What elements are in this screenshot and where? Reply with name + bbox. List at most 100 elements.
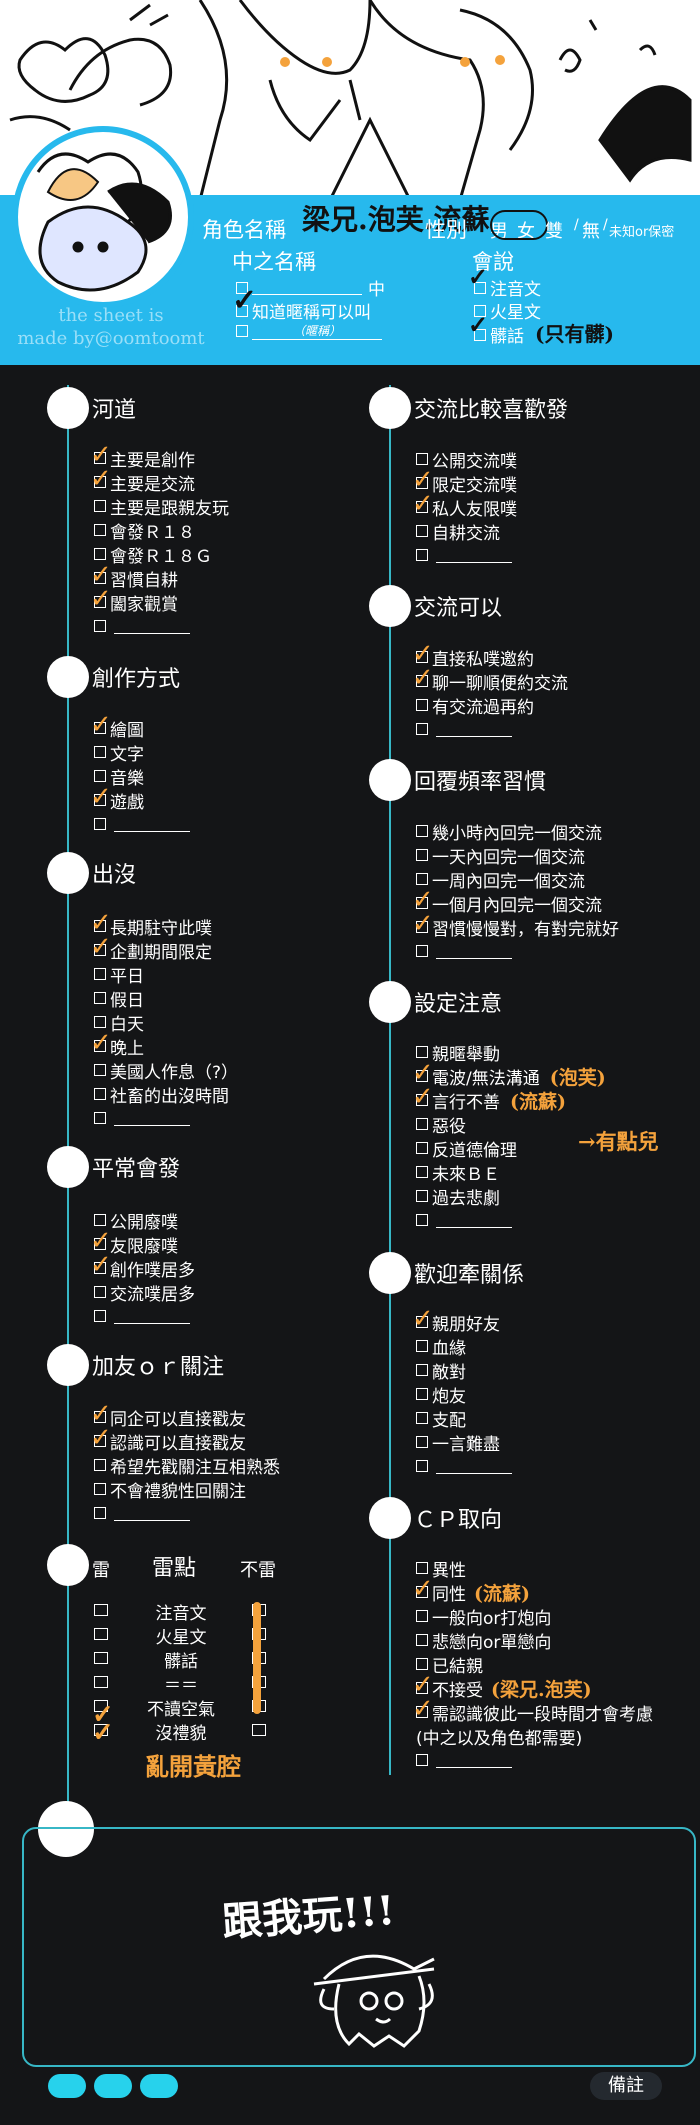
checkbox (416, 1658, 428, 1670)
option-item: 聊一聊順便約交流✓ (412, 663, 568, 694)
role-name-label: 角色名稱 (202, 218, 286, 242)
checkmark-icon: ✓ (90, 464, 112, 494)
landmine-item-label: 注音文 (155, 1604, 207, 1624)
section-list-exchange-ok: 直接私噗邀約✓ 聊一聊順便約交流✓ 有交流過再約 (412, 639, 568, 741)
footer-pill-2 (94, 2074, 132, 2098)
option-item: 希望先戳關注互相熟悉 (94, 1453, 280, 1478)
landmine-checkbox (94, 1604, 108, 1616)
checkmark-icon: ✓ (92, 1700, 114, 1730)
landmine-item-label: 不讀空氣 (147, 1700, 215, 1720)
checkbox (416, 723, 428, 735)
section-list-reply: 幾小時內回完一個交流 一天內回完一個交流 一周內回完一個交流 一個月內回完一個交… (412, 819, 619, 963)
checkbox (94, 944, 106, 956)
footer-pill-1 (48, 2074, 86, 2098)
option-item: 一周內回完一個交流 (416, 867, 619, 892)
checkmark-icon: ✓ (90, 1399, 112, 1429)
option-item: 不接受✓(梁兄.泡芙) (412, 1670, 592, 1701)
notes-text: 跟我玩!!! (220, 1887, 397, 1946)
checkmark-icon: ✓ (412, 1304, 434, 1334)
section-title-cp: ＣＰ取向 (414, 1508, 503, 1533)
option-item: 會發Ｒ１８Ｇ (94, 542, 229, 567)
option-item-blank (416, 1748, 653, 1772)
checkbox (416, 549, 428, 561)
checkmark-icon: ✓ (412, 1574, 434, 1604)
checkbox (416, 1070, 428, 1082)
checkbox (416, 897, 428, 909)
option-item: 晚上✓ (90, 1028, 144, 1059)
checkbox (94, 920, 106, 932)
checkbox (94, 1459, 106, 1471)
checkbox (416, 1460, 428, 1472)
option-item: 已結親 (416, 1652, 653, 1677)
checkbox (416, 1166, 428, 1178)
language-option-martian: 火星文 (474, 298, 541, 323)
nickname-option-1: 中 (236, 275, 385, 300)
option-item: 假日 (94, 986, 238, 1011)
section-dot (369, 981, 411, 1023)
checkbox (94, 968, 106, 980)
checkbox (94, 794, 106, 806)
checkbox (416, 1118, 428, 1130)
checkbox (416, 1316, 428, 1328)
checkbox (416, 1706, 428, 1718)
option-item-blank (94, 614, 229, 638)
checkbox (416, 699, 428, 711)
option-item: 未來ＢＥ (416, 1160, 606, 1185)
checkbox (94, 1040, 106, 1052)
note-button[interactable]: 備註 (590, 2072, 662, 2100)
section-dot (47, 1344, 89, 1386)
checkbox (416, 873, 428, 885)
landmine-checkbox (94, 1628, 108, 1640)
ghost-doodle-icon (313, 1954, 435, 2048)
section-list-follow: 同企可以直接戳友✓ 認識可以直接戳友✓ 希望先戳關注互相熟悉 不會禮貌性回關注 (90, 1399, 280, 1525)
language-note: (只有髒) (535, 322, 614, 346)
option-item: 惡役 (416, 1112, 606, 1137)
nickname-option-3: （暱稱） (236, 322, 382, 340)
section-dot (369, 387, 411, 429)
section-title-create: 創作方式 (92, 667, 181, 692)
section-title-landmine: 雷點 (152, 1556, 197, 1581)
checkbox (94, 1088, 106, 1100)
checkbox (416, 1412, 428, 1424)
checkbox (94, 992, 106, 1004)
checkbox (94, 452, 106, 464)
checkbox (94, 1262, 106, 1274)
option-item: 文字 (94, 740, 190, 765)
section-title-follow: 加友ｏｒ關注 (92, 1355, 225, 1380)
checkbox (474, 304, 486, 317)
checkmark-icon: ✓ (412, 1058, 434, 1088)
checkbox (416, 651, 428, 663)
checkbox (416, 1142, 428, 1154)
setting-annotation-arrow: →有點兒 (578, 1129, 659, 1154)
option-item: 企劃期間限定✓ (90, 932, 212, 963)
section-title-post: 平常會發 (92, 1157, 181, 1182)
checkmark-icon: ✓ (90, 1250, 112, 1280)
section-title-exchange-ok: 交流可以 (414, 596, 503, 621)
checkbox (416, 1562, 428, 1574)
checkbox (94, 1310, 106, 1322)
checkbox (416, 1682, 428, 1694)
checkbox (416, 1364, 428, 1376)
option-item: 音樂 (94, 764, 190, 789)
checkmark-icon: ✓ (90, 932, 112, 962)
option-item: 習慣慢慢對，有對完就好✓ (412, 909, 619, 940)
not-mine-highlight (253, 1602, 261, 1714)
checkbox (94, 1507, 106, 1519)
option-item: 一天內回完一個交流 (416, 843, 619, 868)
option-item: 需認識彼此一段時間才會考慮✓ (412, 1694, 653, 1725)
checkbox (416, 1340, 428, 1352)
checkbox (236, 304, 248, 317)
checkmark-icon: ✓ (90, 1028, 112, 1058)
avatar-illustration (36, 152, 172, 292)
checkbox (416, 1094, 428, 1106)
option-item: 闔家觀賞✓ (90, 584, 178, 615)
option-item: 同企可以直接戳友✓ (90, 1399, 246, 1430)
landmine-checkbox (94, 1724, 108, 1736)
option-item: 主要是跟親友玩 (94, 494, 229, 519)
option-item: 交流噗居多 (94, 1280, 195, 1305)
checkbox (94, 476, 106, 488)
option-item: 炮友 (416, 1382, 512, 1407)
option-item-blank (416, 543, 517, 567)
checkmark-icon: ✓ (232, 283, 258, 318)
nickname-option-2: 知道暱稱可以叫 (236, 298, 371, 323)
